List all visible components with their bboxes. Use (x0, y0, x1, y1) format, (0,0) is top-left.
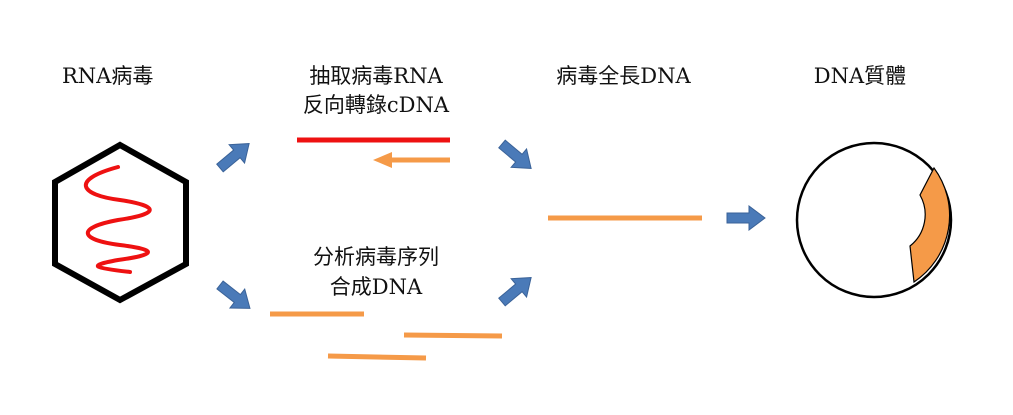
label-extract-line1: 抽取病毒RNA (309, 64, 443, 88)
label-rna-virus: RNA病毒 (62, 64, 154, 88)
arrow-to-analyze (212, 275, 258, 319)
arrow-full-to-plasmid (726, 205, 766, 231)
dna-fragment (327, 353, 427, 361)
arrow-extract-to-full (493, 134, 540, 179)
label-analyze-line1: 分析病毒序列 (313, 245, 439, 269)
label-analyze-line2: 合成DNA (329, 275, 423, 299)
rna-strand (83, 165, 152, 274)
dna-fragment (403, 332, 503, 339)
label-plasmid: DNA質體 (813, 64, 907, 88)
virus-capsid-hexagon (52, 141, 189, 304)
cdna-arrowhead (373, 152, 392, 168)
label-full-length-dna: 病毒全長DNA (556, 64, 691, 88)
label-extract-line2: 反向轉錄cDNA (302, 93, 450, 117)
arrow-to-extract (211, 133, 258, 178)
plasmid-insert (909, 166, 951, 284)
arrow-analyze-to-full (493, 267, 540, 312)
